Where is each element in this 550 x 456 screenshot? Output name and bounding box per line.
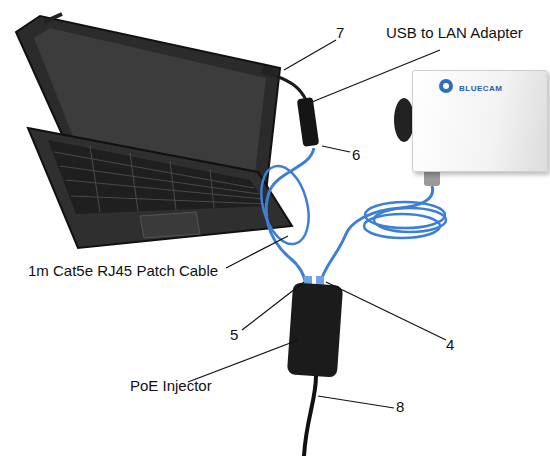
leader-line: [242, 282, 304, 330]
usb-cable: [276, 76, 306, 100]
key-row: [54, 152, 254, 188]
keyboard-keys: [54, 146, 266, 212]
leader-line: [188, 340, 298, 382]
leader-line: [226, 236, 288, 268]
logo-text: BLUECAM: [459, 84, 503, 93]
camera-box: BLUECAM: [412, 70, 548, 172]
part-label: PoE Injector: [130, 377, 212, 395]
key-col: [90, 146, 100, 212]
usb-plug: [261, 66, 277, 78]
stylus: [44, 14, 62, 22]
key-col: [210, 169, 214, 208]
power-cable: [304, 376, 316, 456]
key-row: [71, 196, 266, 204]
leader-line: [326, 282, 446, 340]
cable-loop: [253, 161, 316, 250]
trackpad: [140, 212, 200, 238]
key-col: [170, 161, 176, 210]
logo-mark: [439, 79, 453, 93]
usb-lan-adapter: [297, 97, 320, 147]
part-label: USB to LAN Adapter: [386, 24, 523, 42]
leader-line: [284, 40, 336, 70]
callout-number: 6: [352, 146, 360, 164]
poe-injector: [287, 282, 343, 377]
leader-line: [322, 146, 350, 152]
cable-coil: [364, 214, 440, 238]
callout-number: 5: [230, 326, 238, 344]
leader-line: [318, 396, 394, 408]
part-label: 1m Cat5e RJ45 Patch Cable: [28, 262, 218, 280]
patch-cable: [266, 148, 314, 284]
callout-number: 8: [396, 398, 404, 416]
logo-mark: [443, 83, 449, 89]
camera-mount: [394, 98, 414, 142]
callout-number: 4: [446, 336, 454, 354]
callout-number: 7: [336, 24, 344, 42]
key-row: [60, 166, 259, 194]
key-col: [130, 153, 138, 211]
laptop-base: [28, 128, 292, 248]
keyboard: [48, 140, 268, 214]
leader-lines: [188, 40, 446, 408]
